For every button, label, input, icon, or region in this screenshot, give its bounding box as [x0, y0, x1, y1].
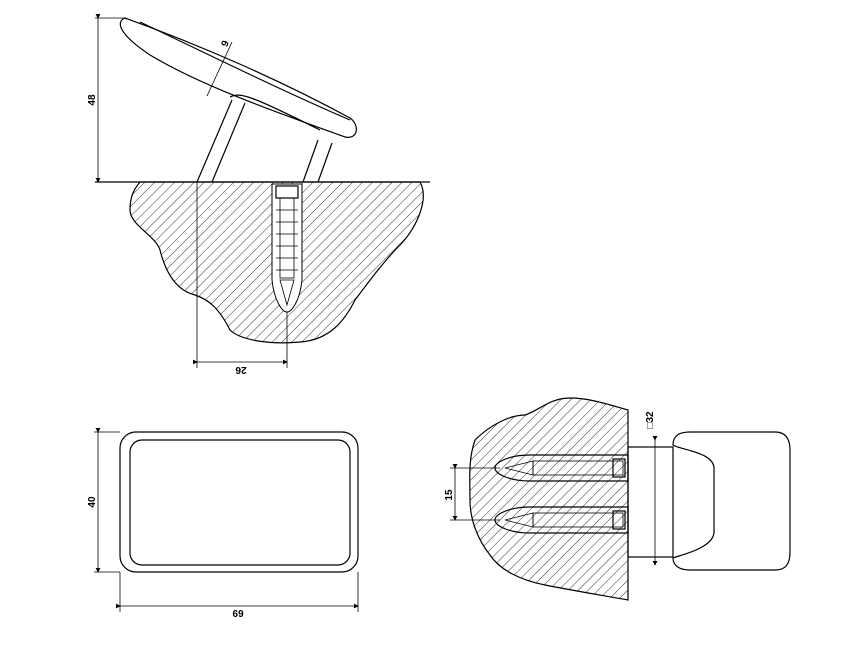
dimension-15: 15	[444, 464, 500, 521]
wall-plug	[504, 458, 626, 478]
dimension-69: 69	[116, 572, 359, 618]
wall-plug	[504, 510, 626, 530]
dimension-9: 9	[206, 39, 233, 97]
mount-block	[627, 446, 674, 558]
dimension-40: 40	[87, 428, 120, 573]
dimension-label-26: 26	[235, 364, 247, 375]
dowel-hole	[271, 183, 303, 313]
dimension-label-40: 40	[87, 496, 98, 508]
dimension-label-48: 48	[87, 94, 98, 106]
plate-outline	[119, 431, 359, 573]
section-view: 15 □32	[444, 397, 791, 601]
dimension-label-32: □32	[645, 411, 656, 429]
dimension-label-9: 9	[220, 39, 233, 49]
plate-inner-outline	[129, 439, 351, 566]
dimension-48: 48	[87, 14, 125, 183]
dimension-label-69: 69	[232, 607, 244, 618]
holder-knob	[672, 431, 791, 571]
holder-plate	[119, 17, 357, 138]
side-view: 48 9 26	[87, 14, 430, 375]
holder-stem	[196, 99, 333, 183]
dimension-26: 26	[193, 182, 288, 375]
wall-plug	[275, 185, 299, 307]
front-view: 40 69	[87, 428, 359, 618]
dimension-label-15: 15	[444, 489, 455, 501]
wall-section	[469, 397, 629, 601]
dimension-32: □32	[645, 411, 658, 566]
